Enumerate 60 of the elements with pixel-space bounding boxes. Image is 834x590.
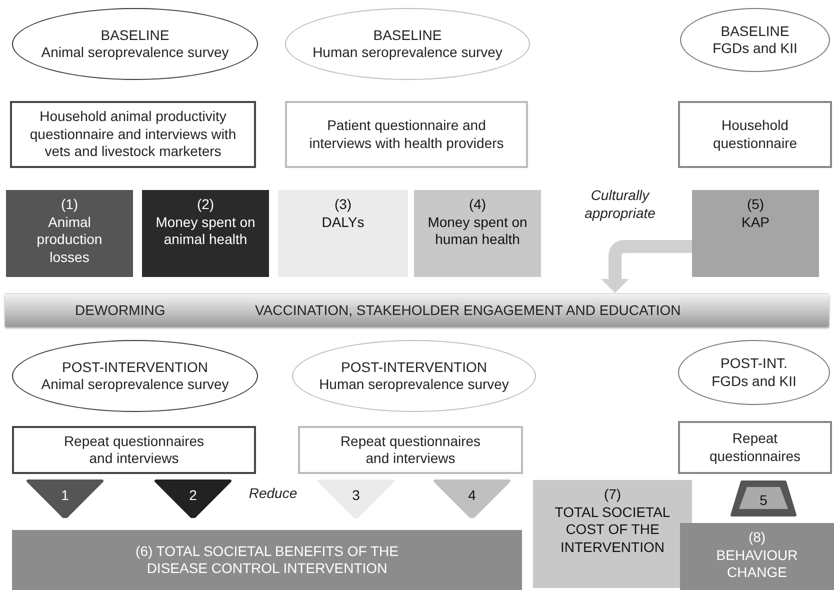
node-label: 5 bbox=[760, 492, 768, 510]
node-label: Repeat questionnaires and interviews bbox=[339, 432, 482, 468]
node-label: POST-INTERVENTION bbox=[62, 358, 208, 376]
node-label: (8) bbox=[748, 529, 766, 546]
node-label: POST-INTERVENTION bbox=[341, 358, 487, 376]
arrow bbox=[601, 240, 692, 293]
node-label: 1 bbox=[61, 487, 69, 504]
node-label: Household animal productivity questionnaire and interviews with vets and livestock marketers bbox=[28, 108, 238, 161]
metric-box bbox=[142, 190, 269, 277]
text-box bbox=[12, 426, 256, 474]
node-label: Patient questionnaire and interviews with health providers bbox=[308, 117, 505, 152]
node-label: TOTAL SOCIETAL COST OF THE INTERVENTION bbox=[554, 504, 672, 556]
metric-box bbox=[533, 480, 692, 588]
outcome-box bbox=[12, 530, 522, 590]
metric-box bbox=[692, 190, 819, 277]
node-label: BASELINE bbox=[720, 22, 790, 40]
node-label: FGDs and KII bbox=[712, 40, 798, 58]
node-label: DALYs bbox=[322, 214, 364, 231]
text-box bbox=[678, 101, 832, 168]
trapezoid-marker bbox=[730, 480, 797, 517]
node-label: (7) bbox=[604, 486, 622, 504]
text-box bbox=[285, 101, 528, 168]
triangle-marker bbox=[25, 479, 105, 518]
node-label: Animal seroprevalence survey bbox=[41, 376, 229, 394]
note-label: Reduce bbox=[248, 485, 298, 501]
node-label: 4 bbox=[468, 487, 476, 504]
node-label: (6) TOTAL SOCIETAL BENEFITS OF THE DISEASE CONTROL INTERVENTION bbox=[134, 542, 400, 578]
node-label: (5) bbox=[746, 196, 764, 214]
node-label: Animal production losses bbox=[36, 214, 104, 266]
metric-box bbox=[680, 523, 834, 590]
node-label: POST-INT. bbox=[720, 355, 788, 372]
node-label: KAP bbox=[741, 214, 770, 231]
node-label: (1) bbox=[60, 196, 78, 214]
intervention-band bbox=[5, 293, 829, 326]
node-label: Repeat questionnaires bbox=[708, 430, 802, 465]
triangle-marker bbox=[432, 479, 512, 518]
node-label: (2) bbox=[196, 196, 214, 214]
node-label: Money spent on human health bbox=[426, 214, 528, 248]
node-label: Animal seroprevalence survey bbox=[41, 44, 229, 62]
node-label: Money spent on animal health bbox=[154, 214, 256, 248]
node-label: (3) bbox=[334, 196, 352, 214]
node-label: 3 bbox=[352, 487, 360, 504]
node-label: (4) bbox=[468, 196, 486, 214]
text-box bbox=[10, 101, 256, 168]
node-label: BASELINE bbox=[373, 26, 442, 44]
node-label: BASELINE bbox=[100, 26, 170, 44]
node-label: FGDs and KII bbox=[712, 372, 796, 390]
metric-box bbox=[6, 190, 133, 277]
band-label: DEWORMING bbox=[75, 302, 166, 320]
node-label: Repeat questionnaires and interviews bbox=[62, 432, 206, 468]
node-label: BEHAVIOUR CHANGE bbox=[715, 546, 799, 582]
node-label: 2 bbox=[189, 487, 197, 504]
triangle-marker bbox=[153, 479, 233, 518]
text-box bbox=[298, 426, 523, 474]
band-label: VACCINATION, STAKEHOLDER ENGAGEMENT AND EDUCATION bbox=[255, 302, 681, 320]
node-label: Human seroprevalence survey bbox=[319, 376, 509, 394]
text-box bbox=[678, 421, 832, 474]
node-label: Human seroprevalence survey bbox=[312, 44, 502, 62]
node-label: Household questionnaire bbox=[712, 117, 798, 152]
metric-box bbox=[414, 190, 541, 277]
